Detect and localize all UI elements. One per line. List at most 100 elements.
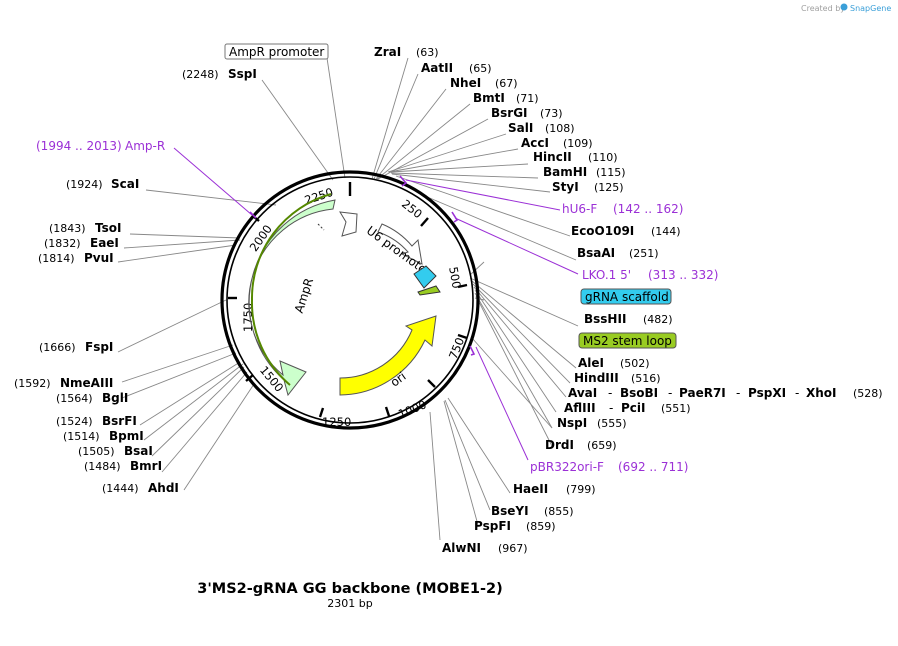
ampr-promoter-box bbox=[224, 43, 329, 60]
site-avai[interactable]: AvaI bbox=[568, 386, 597, 400]
site-bpmi[interactable]: BpmI bbox=[109, 429, 144, 443]
sep-avai-2: - bbox=[668, 386, 672, 400]
site-eco0109i[interactable]: EcoO109I bbox=[571, 224, 634, 238]
pos-zrai: (63) bbox=[416, 46, 439, 59]
pos-fspi: (1666) bbox=[39, 341, 76, 354]
pos-bsai: (1505) bbox=[78, 445, 115, 458]
site-afliii[interactable]: AflIII bbox=[564, 401, 596, 415]
site-acci[interactable]: AccI bbox=[521, 136, 549, 150]
primer-amp-r-range: (1994 .. 2013) bbox=[36, 139, 122, 153]
site-pvui[interactable]: PvuI bbox=[84, 251, 114, 265]
grna-scaffold-feature[interactable] bbox=[413, 265, 437, 289]
ampr-dash bbox=[317, 223, 325, 231]
ms2-feature[interactable] bbox=[417, 285, 441, 296]
site-nmeaiii[interactable]: NmeAIII bbox=[60, 376, 113, 390]
site-bmti[interactable]: BmtI bbox=[473, 91, 505, 105]
site-paer7i[interactable]: PaeR7I bbox=[679, 386, 726, 400]
snapgene-logo-icon bbox=[840, 3, 848, 11]
site-ahdi[interactable]: AhdI bbox=[148, 481, 179, 495]
backbone-inner bbox=[226, 176, 474, 424]
pos-haeii: (799) bbox=[566, 483, 596, 496]
u6-promoter-feature[interactable] bbox=[377, 223, 423, 265]
ampr-promoter-label[interactable]: AmpR promoter bbox=[229, 45, 324, 59]
pos-nhei: (67) bbox=[495, 77, 518, 90]
site-sali[interactable]: SalI bbox=[508, 121, 533, 135]
primer-hu6-f-range: (142 .. 162) bbox=[613, 202, 683, 216]
pos-eco0109i: (144) bbox=[651, 225, 681, 238]
site-bsshii[interactable]: BssHII bbox=[584, 312, 626, 326]
site-alwni[interactable]: AlwNI bbox=[442, 541, 481, 555]
pos-alwni: (967) bbox=[498, 542, 528, 555]
site-sspi[interactable]: SspI bbox=[228, 67, 257, 81]
primer-amp-r[interactable]: Amp-R bbox=[125, 139, 165, 153]
pos-bpmi: (1514) bbox=[63, 430, 100, 443]
pos-sspi: (2248) bbox=[182, 68, 219, 81]
site-haeii[interactable]: HaeII bbox=[513, 482, 548, 496]
pos-avai: (528) bbox=[853, 387, 883, 400]
site-pspxi[interactable]: PspXI bbox=[748, 386, 786, 400]
tick-marks bbox=[228, 182, 468, 418]
connector-lines bbox=[117, 57, 579, 541]
tick-1000: 1000 bbox=[396, 397, 428, 421]
site-bsaai[interactable]: BsaAI bbox=[577, 246, 615, 260]
primer-pbr-range: (692 .. 711) bbox=[618, 460, 688, 474]
site-pspfi[interactable]: PspFI bbox=[474, 519, 511, 533]
pos-sali: (108) bbox=[545, 122, 575, 135]
pos-nspi: (555) bbox=[597, 417, 627, 430]
site-tsoi[interactable]: TsoI bbox=[95, 221, 121, 235]
primer-hu6-f[interactable]: hU6-F bbox=[562, 202, 597, 216]
primer-pbr[interactable]: pBR322ori-F bbox=[530, 460, 604, 474]
site-scai[interactable]: ScaI bbox=[111, 177, 139, 191]
site-bgli[interactable]: BglI bbox=[102, 391, 128, 405]
site-bmri[interactable]: BmrI bbox=[130, 459, 162, 473]
pos-hindiii: (516) bbox=[631, 372, 661, 385]
site-aatii[interactable]: AatII bbox=[421, 61, 453, 75]
site-xhoi[interactable]: XhoI bbox=[806, 386, 837, 400]
credit-brand: SnapGene bbox=[850, 4, 891, 13]
left-enzymes: (2248) SspI (1924) ScaI (1843) TsoI (183… bbox=[14, 67, 257, 495]
site-bsrgi[interactable]: BsrGI bbox=[491, 106, 528, 120]
ampr-promoter-feature[interactable] bbox=[339, 211, 358, 237]
site-styi[interactable]: StyI bbox=[552, 180, 579, 194]
pos-ahdi: (1444) bbox=[102, 482, 139, 495]
pos-aatii: (65) bbox=[469, 62, 492, 75]
site-alei[interactable]: AleI bbox=[578, 356, 604, 370]
site-drdi[interactable]: DrdI bbox=[545, 438, 574, 452]
site-nspi[interactable]: NspI bbox=[557, 416, 587, 430]
site-bamhi[interactable]: BamHI bbox=[543, 165, 587, 179]
pos-bsrgi: (73) bbox=[540, 107, 563, 120]
credit-prefix: Created by bbox=[801, 4, 845, 13]
pos-hincii: (110) bbox=[588, 151, 618, 164]
pos-drdi: (659) bbox=[587, 439, 617, 452]
right-enzymes: ZraI (63) AatII (65) NheI (67) BmtI (71)… bbox=[374, 45, 883, 555]
site-pcii[interactable]: PciI bbox=[621, 401, 646, 415]
plasmid-title: 3'MS2-gRNA GG backbone (MOBE1-2) bbox=[197, 581, 502, 597]
site-fspi[interactable]: FspI bbox=[85, 340, 113, 354]
site-eaei[interactable]: EaeI bbox=[90, 236, 119, 250]
tick-1250: 1250 bbox=[322, 415, 351, 429]
site-hincii[interactable]: HincII bbox=[533, 150, 572, 164]
site-zrai[interactable]: ZraI bbox=[374, 45, 401, 59]
pos-acci: (109) bbox=[563, 137, 593, 150]
pos-bgli: (1564) bbox=[56, 392, 93, 405]
pos-scai: (1924) bbox=[66, 178, 103, 191]
ms2-label[interactable]: MS2 stem loop bbox=[583, 334, 672, 348]
site-bsai[interactable]: BsaI bbox=[124, 444, 153, 458]
site-bsrfi[interactable]: BsrFI bbox=[102, 414, 137, 428]
pos-bsaai: (251) bbox=[629, 247, 659, 260]
ori-feature[interactable] bbox=[339, 315, 437, 396]
sep-afliii: - bbox=[609, 401, 613, 415]
pos-nmeaiii: (1592) bbox=[14, 377, 51, 390]
site-bsobi[interactable]: BsoBI bbox=[620, 386, 658, 400]
site-bseyi[interactable]: BseYI bbox=[491, 504, 529, 518]
site-hindiii[interactable]: HindIII bbox=[574, 371, 619, 385]
pos-afliii: (551) bbox=[661, 402, 691, 415]
primer-lines bbox=[173, 147, 579, 461]
sep-avai-1: - bbox=[608, 386, 612, 400]
site-nhei[interactable]: NheI bbox=[450, 76, 481, 90]
grna-scaffold-label[interactable]: gRNA scaffold bbox=[585, 290, 669, 304]
grna-scaffold-box bbox=[580, 288, 672, 305]
primer-lko[interactable]: LKO.1 5' bbox=[582, 268, 631, 282]
pos-bmti: (71) bbox=[516, 92, 539, 105]
